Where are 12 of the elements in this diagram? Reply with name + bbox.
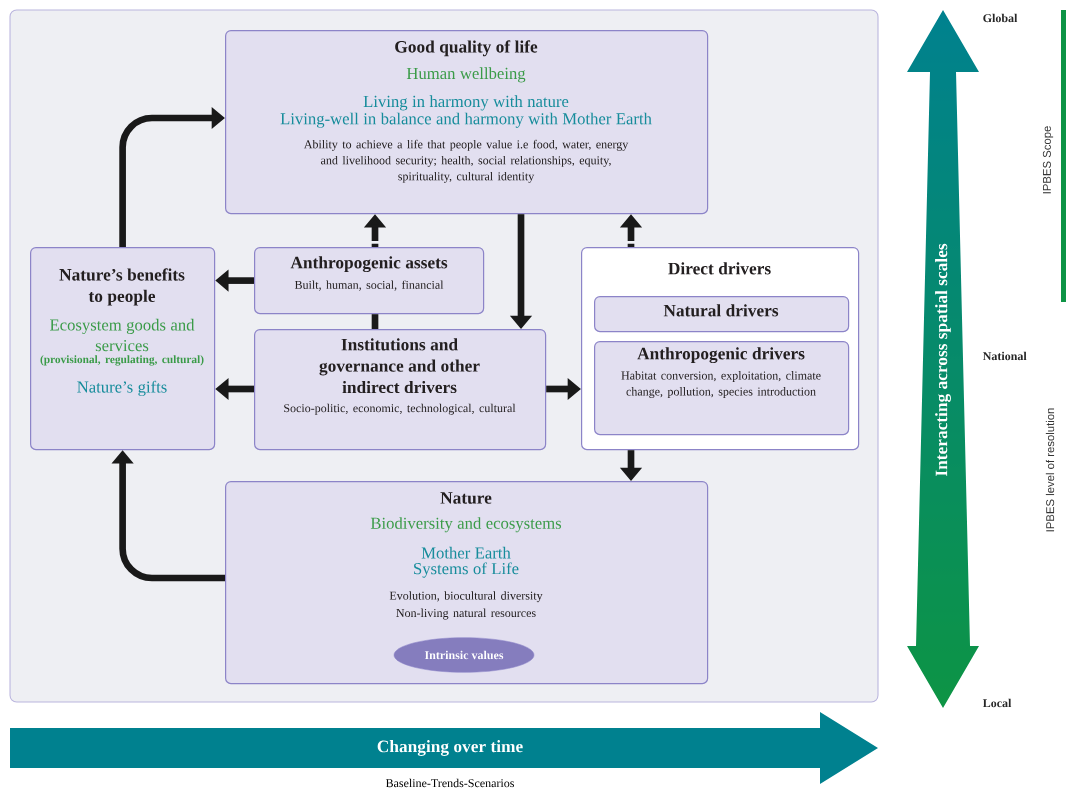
- scale-note: IPBES Scope: [1042, 126, 1054, 194]
- scale-label: Local: [982, 698, 1012, 708]
- concept-box: Institutions and governance and other indirect drivers Socio-politic, economic, technological, cultural: [254, 329, 547, 451]
- concept-box: Nature’s benefits to people Ecosystem goods and services (provisional, regulating, cultural) Nature’s gifts: [30, 247, 216, 451]
- concept-box: Anthropogenic assets Built, human, social, financial: [254, 247, 485, 315]
- scale-label: Global: [983, 13, 1018, 23]
- concept-box: Anthropogenic drivers Habitat conversion, exploitation, climate change, pollution, species introduction: [594, 341, 850, 436]
- concept-box: Natural drivers: [594, 296, 850, 333]
- scale-note: IPBES level of resolution: [1045, 408, 1055, 532]
- concept-box: Good quality of life Human wellbeing Living in harmony with nature Living-well in balance and harmony with Mother Earth Ability to achieve a life that people value i.e food, water, energy and livelihood security; health, social relationships, equity, spirituality, cultural identity: [225, 30, 709, 215]
- scale-label: National: [982, 351, 1027, 361]
- scale-arrow: Interacting across spatial scales: [935, 243, 951, 476]
